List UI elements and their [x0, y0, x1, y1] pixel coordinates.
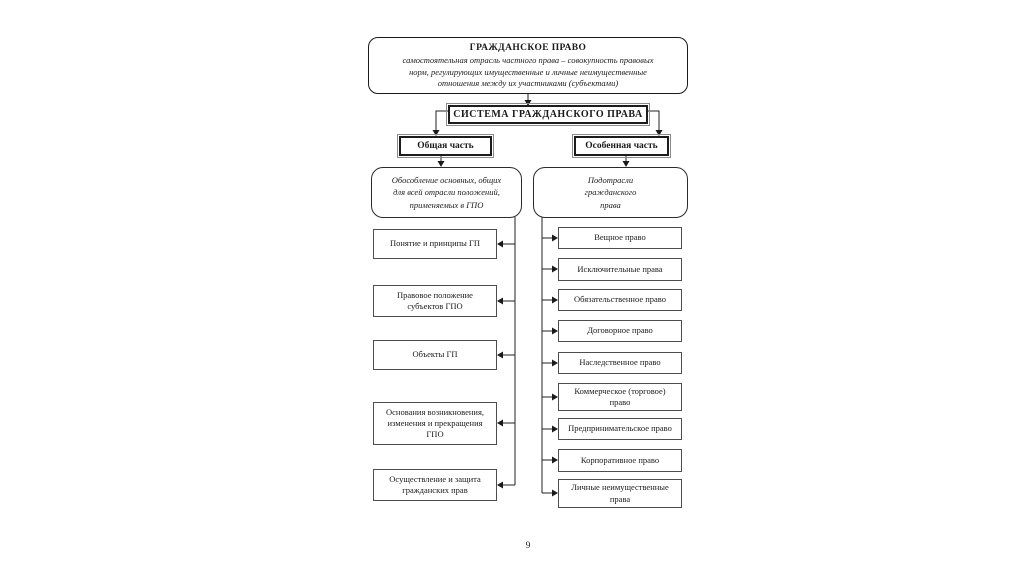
general-item-3: Объекты ГП	[373, 340, 497, 370]
special-item-2: Исключительные права	[558, 258, 682, 281]
special-item-3: Обязательственное право	[558, 289, 682, 311]
general-item-4: Основания возникновения, изменения и пре…	[373, 402, 497, 445]
special-item-7: Предпринимательское право	[558, 418, 682, 440]
special-item-9: Личные неимущественные права	[558, 479, 682, 508]
special-item-4: Договорное право	[558, 320, 682, 342]
root-node-description: самостоятельная отрасль частного права –…	[402, 55, 654, 88]
general-part-note-text: Обособление основных, общих для всей отр…	[391, 175, 502, 210]
general-item-1: Понятие и принципы ГП	[373, 229, 497, 259]
special-part-node: Особенная часть	[572, 134, 671, 158]
special-item-8: Корпоративное право	[558, 449, 682, 472]
general-part-node: Общая часть	[397, 134, 494, 158]
special-item-6: Коммерческое (торговое) право	[558, 383, 682, 411]
root-node-civil-law: ГРАЖДАНСКОЕ ПРАВО самостоятельная отрасл…	[368, 37, 688, 94]
root-node-title: ГРАЖДАНСКОЕ ПРАВО	[469, 43, 587, 53]
special-item-1: Вещное право	[558, 227, 682, 249]
general-item-2: Правовое положение субъектов ГПО	[373, 285, 497, 317]
special-part-note-text: Подотрасли гражданского права	[584, 175, 637, 210]
arrowheads	[432, 100, 663, 497]
system-node: СИСТЕМА ГРАЖДАНСКОГО ПРАВА	[446, 103, 650, 126]
general-part-note: Обособление основных, общих для всей отр…	[371, 167, 522, 218]
special-part-note: Подотрасли гражданского права	[533, 167, 688, 218]
special-item-5: Наследственное право	[558, 352, 682, 374]
general-item-5: Осуществление и защита гражданских прав	[373, 469, 497, 501]
page-number: 9	[525, 541, 531, 551]
